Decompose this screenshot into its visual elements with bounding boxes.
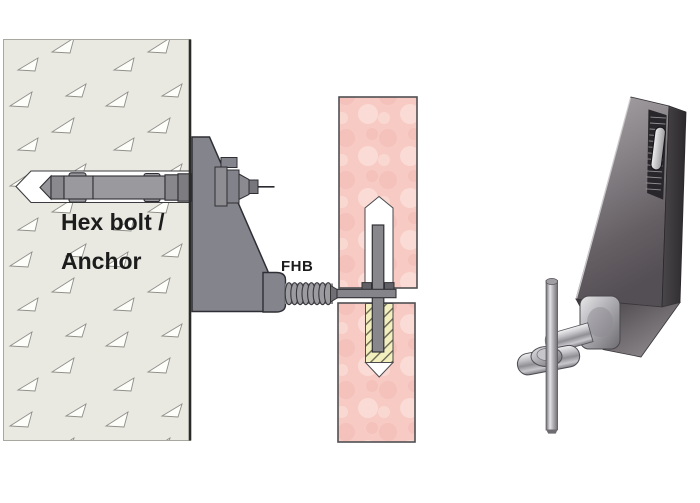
connection-bar — [336, 288, 397, 299]
fixture-blocks — [337, 96, 418, 443]
adjustment-slot — [650, 126, 666, 171]
vertical-pin — [545, 277, 559, 434]
bracket-photo-render — [516, 96, 687, 434]
fhb-threaded-rod — [284, 282, 339, 306]
fhb-label: FHB — [281, 258, 314, 275]
clamp-nub-right — [384, 282, 395, 291]
hypotenuse-highlight — [575, 97, 632, 299]
anchor-rod-assembly — [336, 224, 397, 353]
wall-texture — [3, 39, 191, 441]
vertical-anchor-rod — [371, 224, 385, 353]
hex-bolt-anchor — [39, 172, 192, 203]
washer — [214, 166, 228, 207]
thread-coils — [284, 282, 333, 306]
anchor-shaft — [92, 175, 166, 200]
hex-bolt-label-line2: Anchor — [61, 248, 142, 274]
drill-point — [364, 362, 395, 378]
nut-cone — [238, 173, 250, 201]
pin-tip — [546, 429, 558, 434]
bracket-boss — [262, 271, 287, 313]
hex-bolt-label-line1: Hex bolt / — [61, 209, 165, 235]
clamp-nub-left — [361, 282, 372, 291]
bracket-top-edge-face — [631, 97, 686, 112]
mounting-bracket — [191, 136, 287, 313]
hex-nut — [226, 169, 240, 204]
anchor-ring-1 — [164, 174, 179, 201]
pin-cap — [545, 277, 559, 285]
expansion-sleeve — [63, 175, 94, 200]
bolt-end — [248, 179, 259, 194]
anchor-collar — [50, 175, 65, 200]
nut-step — [220, 157, 238, 168]
hex-bolt-anchor-label: Hex bolt / Anchor — [61, 203, 165, 281]
boss-shading — [587, 307, 613, 337]
anchor-nut-assembly — [214, 157, 275, 207]
